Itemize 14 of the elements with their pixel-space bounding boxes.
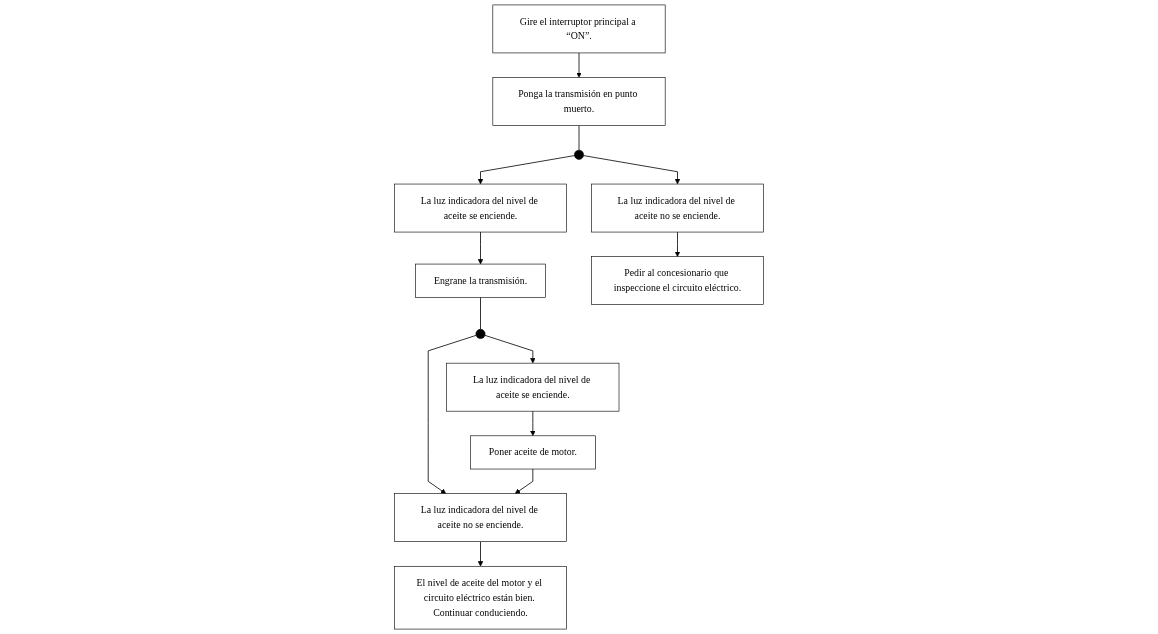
node-box: Pedir al concesionario que inspeccione el circuito eléctrico. — [591, 256, 764, 305]
node-box: La luz indicadora del nivel de aceite no se enciende. — [394, 493, 567, 542]
connector — [480, 296, 481, 330]
node-box: Gire el interruptor principal a “ON”. — [492, 4, 666, 54]
node-box: La luz indicadora del nivel de aceite se enciende. — [446, 362, 620, 412]
node-box: Poner aceite de motor. — [470, 435, 596, 470]
connector — [578, 125, 580, 151]
node-box: Engrane la transmisión. — [415, 263, 546, 298]
node-circle — [574, 149, 584, 160]
node-box: El nivel de aceite del motor y el circuito eléctrico están bien. Continuar conduciendo. — [394, 566, 567, 630]
node-box: Ponga la transmisión en punto muerto. — [492, 77, 666, 126]
node-circle — [475, 329, 486, 339]
node-box: La luz indicadora del nivel de aceite se enciende. — [394, 183, 567, 233]
node-box: La luz indicadora del nivel de aceite no se enciende. — [591, 183, 764, 233]
